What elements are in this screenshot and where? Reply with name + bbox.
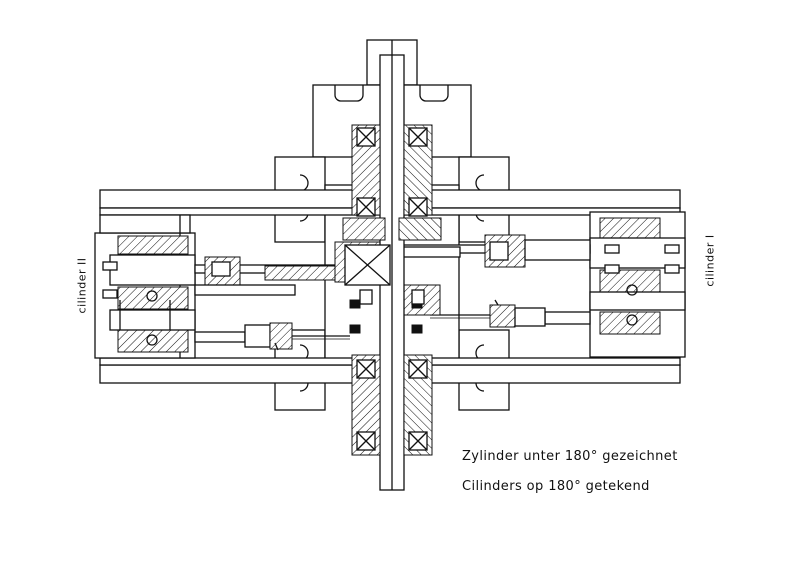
dutch-caption: Cilinders op 180° getekend (462, 479, 650, 494)
right-cylinder-assembly (389, 211, 686, 358)
left-cylinder-assembly (94, 214, 350, 359)
german-caption: Zylinder unter 180° gezeichnet (462, 449, 678, 464)
right-cylinder-label: cilinder I (703, 234, 717, 287)
left-cylinder-label: cilinder II (75, 257, 89, 314)
main-shaft (342, 54, 442, 491)
